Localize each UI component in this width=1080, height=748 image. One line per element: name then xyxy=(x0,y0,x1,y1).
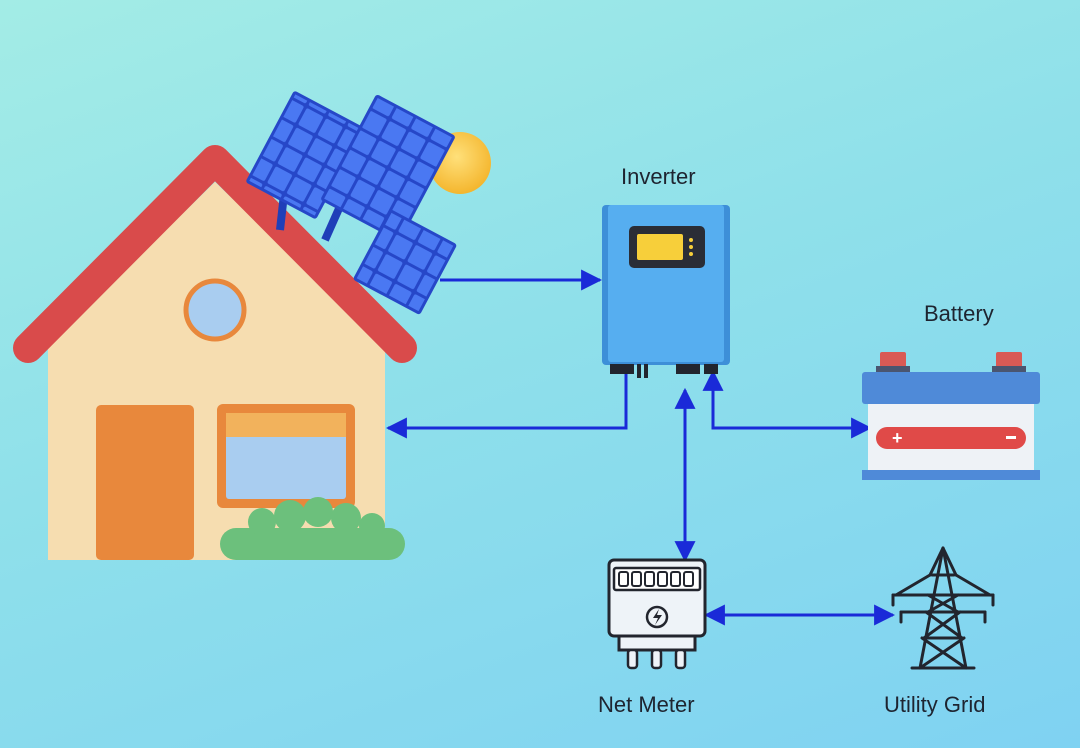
battery-label: Battery xyxy=(924,301,994,326)
wire-inverter-to-house xyxy=(385,372,628,439)
bush xyxy=(220,497,405,560)
wire-inverter-battery xyxy=(702,369,873,439)
utility-grid-label: Utility Grid xyxy=(884,692,986,717)
attic-window xyxy=(183,278,247,342)
net-meter-label: Net Meter xyxy=(598,692,695,717)
net-meter-icon xyxy=(607,558,707,670)
solar-panel-icon xyxy=(321,94,455,242)
wires xyxy=(385,269,896,626)
utility-grid-tower-icon xyxy=(891,546,995,670)
house-door xyxy=(96,405,194,560)
house-icon xyxy=(13,145,417,560)
solar-panel-icon xyxy=(353,209,457,315)
battery-icon: + xyxy=(862,352,1040,480)
inverter-label: Inverter xyxy=(621,164,696,189)
solar-panels xyxy=(246,91,457,315)
solar-panel-icon xyxy=(246,91,364,219)
svg-text:+: + xyxy=(892,428,903,448)
inverter-icon xyxy=(602,205,730,378)
